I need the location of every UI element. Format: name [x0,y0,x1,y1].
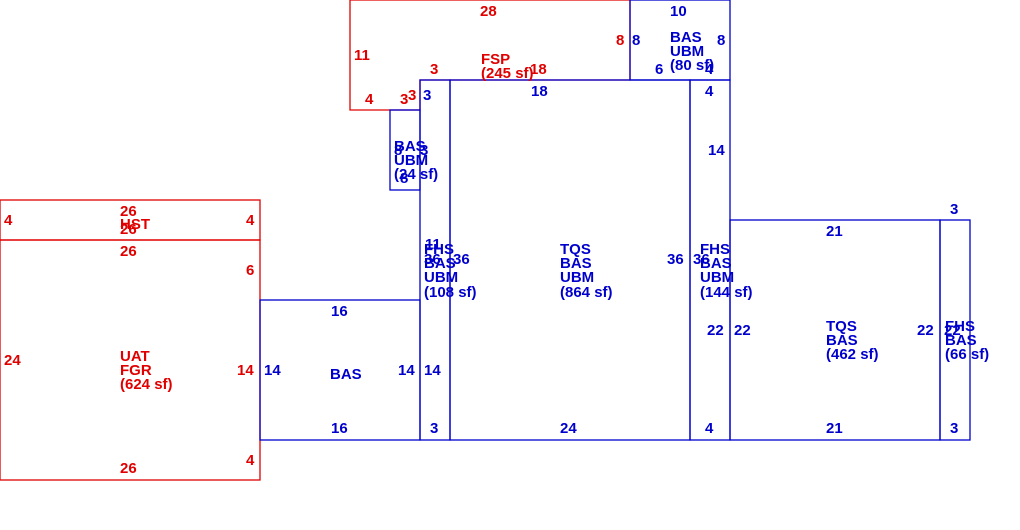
fhs108-label-code3: UBM [424,269,458,286]
tqs462-dim-bottom: 21 [826,420,843,437]
fhs144-dim-left: 36 [693,251,710,268]
bas80-dim-right: 8 [717,32,725,49]
fsp-label-code: FSP [481,51,510,68]
fhs66-label-area: (66 sf) [945,346,989,363]
fhs108-dim-top2: 11 [425,236,441,253]
fsp-dim-inner: 18 [530,61,547,78]
uat-dim-bottom: 26 [120,460,137,477]
uat-dim-right-top: 6 [246,262,254,279]
bas24-overlap-b: 3 [420,142,428,159]
tqs462-dim-top: 21 [826,223,843,240]
tqs864-dim-right: 36 [667,251,684,268]
uat-dim-top: 26 [120,243,137,260]
bas-small-dim-bottom: 16 [331,420,348,437]
bas-small-dim-top: 16 [331,303,348,320]
tqs864-label-code3: UBM [560,269,594,286]
bas24-label-code2: UBM [394,152,428,169]
bas-small-dim-right: 14 [398,362,415,379]
tqs462-label-code: TQS [826,318,857,335]
fhs108-label-code2: BAS [424,255,456,272]
fhs66-label-code2: BAS [945,332,977,349]
hst-dim-left: 4 [4,212,13,229]
fhs66-dim-left: 22 [944,322,961,339]
fsp-dim-top: 28 [480,3,497,20]
uat-dim-right-mid: 14 [237,362,254,379]
uat-label-code: UAT [120,348,150,365]
fhs108-dim-left: 36 [424,251,441,268]
bas24-dim-left: 8 [400,170,408,187]
tqs864-dim-bottom: 24 [560,420,577,437]
hst-dim-top: 26 [120,203,137,220]
fhs144-dim-lower-left: 22 [707,322,724,339]
fhs66-dim-bottom: 3 [950,420,958,437]
uat-label-area: (624 sf) [120,376,173,393]
tqs864-dim-top: 18 [531,83,548,100]
fsp-dim-bottom-left: 4 [365,91,374,108]
hst-dim-right: 4 [246,212,255,229]
uat-dim-right-bottom: 4 [246,452,255,469]
fsp-dim-notch-h: 3 [430,61,438,78]
fhs108-label-code: FHS [424,241,454,258]
fhs144-dim-bottom: 4 [705,420,714,437]
bas80-dim-top: 10 [670,3,687,20]
fhs108-dim-bottom: 3 [430,420,438,437]
fhs108-label-area: (108 sf) [424,284,477,301]
fhs144-dim-mid: 14 [708,142,725,159]
bas-small-dim-left: 14 [264,362,281,379]
bas80-label-code: BAS [670,29,702,46]
tqs864-label-code2: BAS [560,255,592,272]
fhs66-dim-top: 3 [950,201,958,218]
fhs144-dim-top: 4 [705,83,714,100]
fhs-66-outline [939,219,971,441]
fhs144-label-code: FHS [700,241,730,258]
fsp-dim-left: 11 [354,47,370,64]
hst-dim-bottom: 26 [120,221,137,238]
fsp-label-area: (245 sf) [481,65,534,82]
tqs462-dim-left: 22 [734,322,751,339]
bas80-dim-bottom-right: 4 [705,61,714,78]
fsp-dim-bottom-mid: 3 [400,91,408,108]
bas80-label-code2: UBM [670,43,704,60]
fhs144-label-area: (144 sf) [700,284,753,301]
tqs462-dim-right: 22 [917,322,934,339]
bas-small-label-code: BAS [330,366,362,383]
fhs144-label-code2: BAS [700,255,732,272]
bas80-dim-bottom-left: 6 [655,61,663,78]
bas24-label-code: BAS [394,138,426,155]
fsp-dim-notch-v: 3 [408,87,416,104]
bas24-overlap-a: 8 [394,142,402,159]
fhs66-label-code: FHS [945,318,975,335]
tqs462-label-area: (462 sf) [826,346,879,363]
bas80-label-area: (80 sf) [670,57,714,74]
fhs144-label-code3: UBM [700,269,734,286]
uat-label-code2: FGR [120,362,152,379]
bas80-dim-left: 8 [632,32,640,49]
uat-dim-left: 24 [4,352,21,369]
tqs462-label-code2: BAS [826,332,858,349]
hst-label-code: HST [120,216,150,233]
bas24-dim-top: 3 [423,87,431,104]
fhs108-dim-right: 36 [453,251,470,268]
fhs108-dim-lower-left: 14 [424,362,441,379]
bas24-label-area: (24 sf) [394,166,438,183]
fsp-dim-right: 8 [616,32,624,49]
tqs864-label-code: TQS [560,241,591,258]
tqs864-label-area: (864 sf) [560,284,613,301]
